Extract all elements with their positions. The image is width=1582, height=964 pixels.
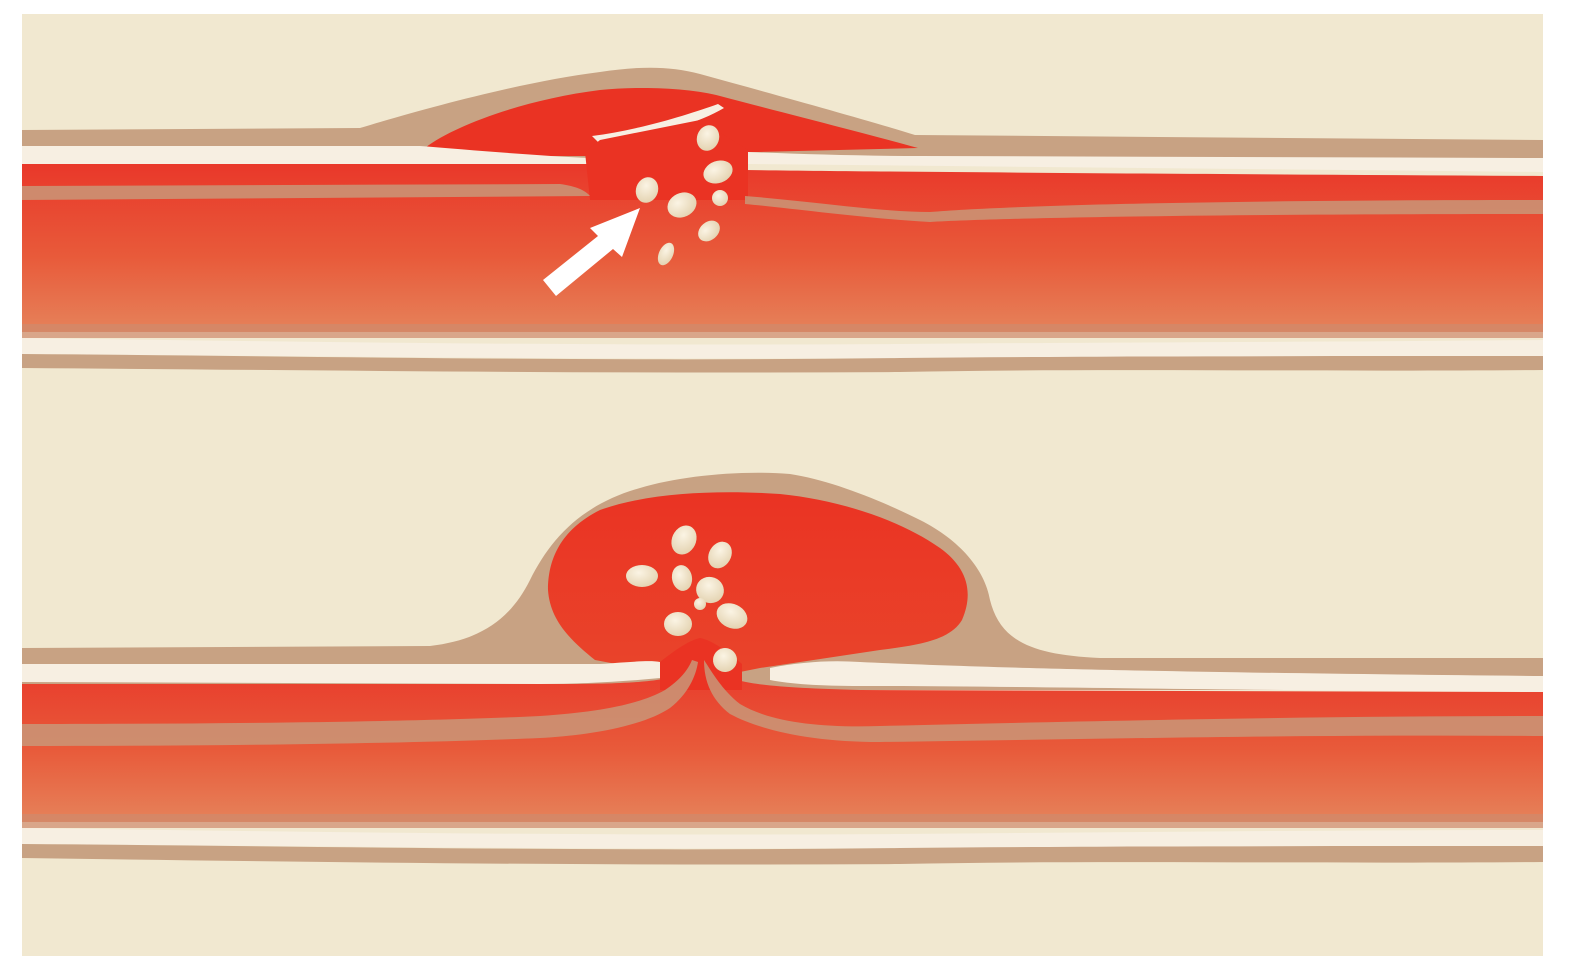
- bottom-lower-media: [22, 814, 1543, 828]
- platelet: [664, 612, 692, 636]
- bottom-intima-upper-left: [22, 661, 660, 684]
- top-lower-media: [22, 324, 1543, 338]
- platelet: [626, 565, 658, 587]
- platelet: [712, 190, 728, 206]
- platelet: [694, 598, 706, 610]
